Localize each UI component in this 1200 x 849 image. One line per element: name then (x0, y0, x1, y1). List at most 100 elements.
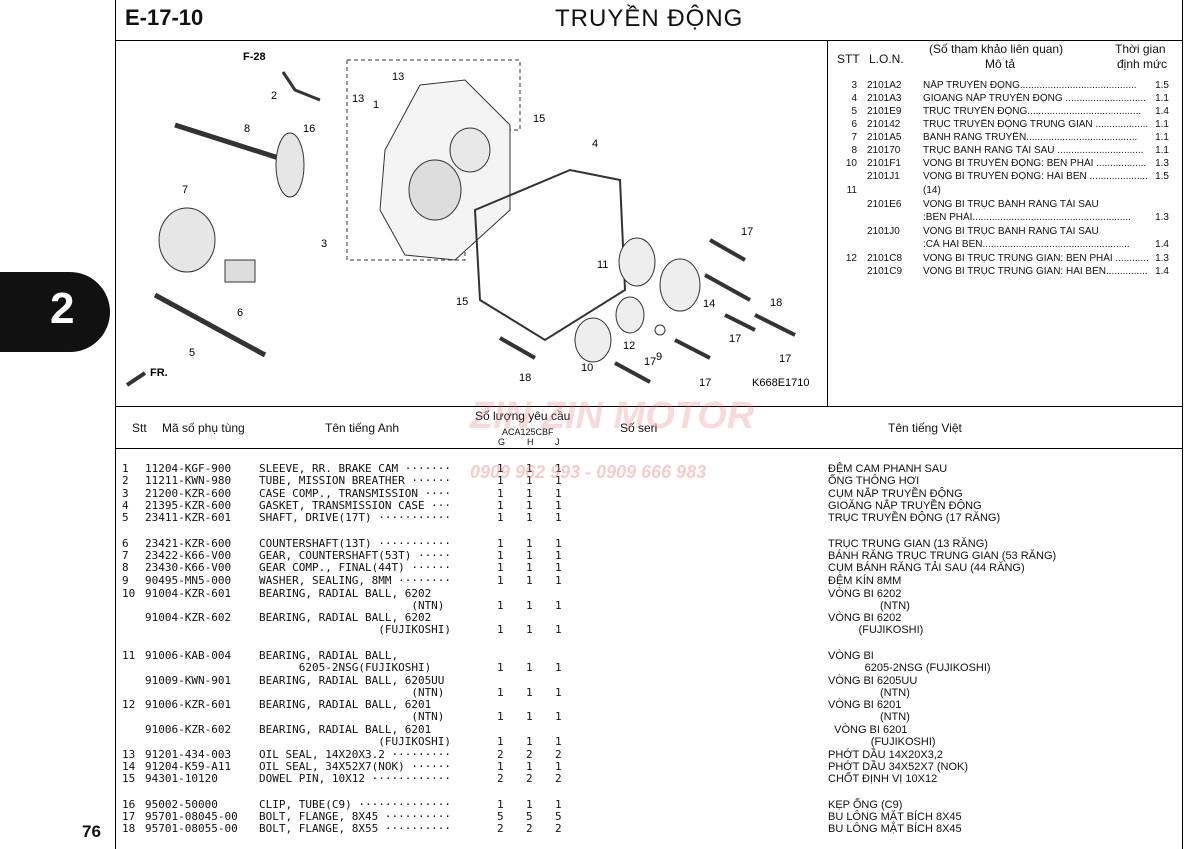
col-quantity: Số lượng yêu cầu (475, 409, 571, 423)
row-qty-h: 1 (526, 798, 533, 811)
row-qty-j: 1 (555, 623, 562, 636)
row-qty-j: 1 (555, 537, 562, 550)
ref-desc: (14) (923, 185, 941, 196)
row-part-number: 91004-KZR-601 (145, 587, 232, 600)
row-part-number: 90495-MN5-000 (145, 574, 232, 587)
col-serial: Số seri (620, 421, 658, 435)
row-stt: 13 (122, 748, 136, 761)
row-qty-g: 1 (497, 661, 504, 674)
ref-stt: 11 (846, 185, 857, 196)
row-qty-g: 1 (497, 623, 504, 636)
row-part-number: 23422-K66-V00 (145, 549, 232, 562)
bolt-18b (499, 336, 536, 360)
ref-lon: 2101C8 (867, 253, 903, 264)
ref-lon: 210142 (867, 119, 901, 130)
row-qty-j: 1 (555, 487, 562, 500)
callout-3: 3 (321, 238, 327, 250)
row-stt: 6 (122, 537, 129, 550)
watermark-brand: ZIN ZIN MOTOR (470, 395, 755, 437)
callout-11: 11 (597, 259, 608, 271)
row-part-number: 23411-KZR-601 (145, 511, 232, 524)
ref-time: 1.5 (1155, 171, 1169, 182)
row-part-number: 91004-KZR-602 (145, 611, 232, 624)
row-qty-g: 1 (497, 499, 504, 512)
row-qty-j: 1 (555, 462, 562, 475)
col-h: H (527, 437, 534, 447)
ref-time: 1.4 (1155, 239, 1169, 250)
row-name-en: BEARING, RADIAL BALL, 6202 (259, 587, 432, 600)
row-qty-h: 1 (526, 661, 533, 674)
row-name-vi: GIOĂNG NẮP TRUYỀN ĐỘNG (828, 500, 982, 512)
bolt-17c (754, 313, 796, 337)
row-name-en: BEARING, RADIAL BALL, 6201 (259, 698, 432, 711)
row-qty-h: 1 (526, 710, 533, 723)
row-qty-j: 1 (555, 474, 562, 487)
ref-lon: 2101J0 (867, 226, 900, 237)
row-qty-h: 1 (526, 511, 533, 524)
row-part-number: 94301-10120 (145, 772, 218, 785)
callout-1: 1 (373, 99, 379, 111)
bolt-18a (704, 273, 751, 302)
callout-18b: 18 (519, 372, 531, 384)
row-qty-h: 1 (526, 686, 533, 699)
ref-desc: BÁNH RĂNG TRUYỀN........................… (923, 132, 1138, 143)
row-qty-j: 1 (555, 561, 562, 574)
callout-6: 6 (237, 307, 243, 319)
drive-shaft (153, 292, 267, 358)
ref-header-desc-2: Mô tả (985, 57, 1016, 71)
row-stt: 3 (122, 487, 129, 500)
row-stt: 12 (122, 698, 136, 711)
row-qty-h: 1 (526, 537, 533, 550)
bolt-17d (674, 338, 711, 360)
row-name-en: OIL SEAL, 34X52X7(NOK) ······ (259, 760, 452, 773)
ref-time: 1.3 (1155, 253, 1169, 264)
row-name-en: BOLT, FLANGE, 8X45 ·········· (259, 810, 452, 823)
row-qty-j: 1 (555, 511, 562, 524)
ref-header-stt: STT (837, 52, 860, 66)
row-name-en: TUBE, MISSION BREATHER ······ (259, 474, 452, 487)
col-stt: Stt (132, 421, 147, 435)
row-stt: 11 (122, 649, 136, 662)
row-part-number: 23430-K66-V00 (145, 561, 232, 574)
label-fr: FR. (150, 367, 168, 379)
callout-5: 5 (189, 347, 195, 359)
ref-lon: 2101A3 (867, 93, 902, 104)
row-part-number: 91006-KZR-601 (145, 698, 232, 711)
row-stt: 7 (122, 549, 129, 562)
row-stt: 8 (122, 561, 129, 574)
row-qty-j: 1 (555, 661, 562, 674)
callout-2: 2 (271, 90, 277, 102)
row-stt: 10 (122, 587, 136, 600)
chapter-number: 2 (50, 284, 75, 333)
row-name-en: GEAR COMP., FINAL(44T) ······ (259, 561, 452, 574)
row-name-vi-2: (FUJIKOSHI) (828, 736, 936, 748)
row-name-en: SLEEVE, RR. BRAKE CAM ······· (259, 462, 452, 475)
ref-desc: GIOĂNG NẮP TRUYỀN ĐỘNG .................… (923, 93, 1147, 104)
row-stt: 14 (122, 760, 136, 773)
gasket (473, 168, 627, 342)
page-title: TRUYỀN ĐỘNG (555, 5, 744, 32)
ref-desc: VÒNG BI TRỤC BÁNH RĂNG TẢI SAU (923, 199, 1099, 210)
row-qty-g: 2 (497, 748, 504, 761)
row-part-number: 91006-KZR-602 (145, 723, 232, 736)
row-qty-h: 1 (526, 474, 533, 487)
row-name-en: BEARING, RADIAL BALL, 6201 (259, 723, 432, 736)
row-stt: 9 (122, 574, 129, 587)
row-part-number: 95002-50000 (145, 798, 218, 811)
table-divider (115, 448, 1182, 449)
row-stt: 17 (122, 810, 136, 823)
row-qty-j: 1 (555, 760, 562, 773)
callout-16: 16 (303, 123, 315, 135)
row-qty-h: 1 (526, 760, 533, 773)
bearing-12 (615, 296, 645, 334)
row-stt: 5 (122, 511, 129, 524)
row-qty-j: 2 (555, 822, 562, 835)
row-name-vi: TRỤC TRUYỀN ĐỘNG (17 RĂNG) (828, 512, 1001, 524)
final-gear (275, 132, 305, 198)
col-g: G (498, 437, 506, 447)
row-name-vi: KẸP ỐNG (C9) (828, 799, 903, 811)
row-stt: 18 (122, 822, 136, 835)
row-qty-g: 1 (497, 574, 504, 587)
row-name-vi: BÁNH RĂNG TRỤC TRUNG GIAN (53 RĂNG) (828, 550, 1057, 562)
ref-time: 1.4 (1155, 266, 1169, 277)
